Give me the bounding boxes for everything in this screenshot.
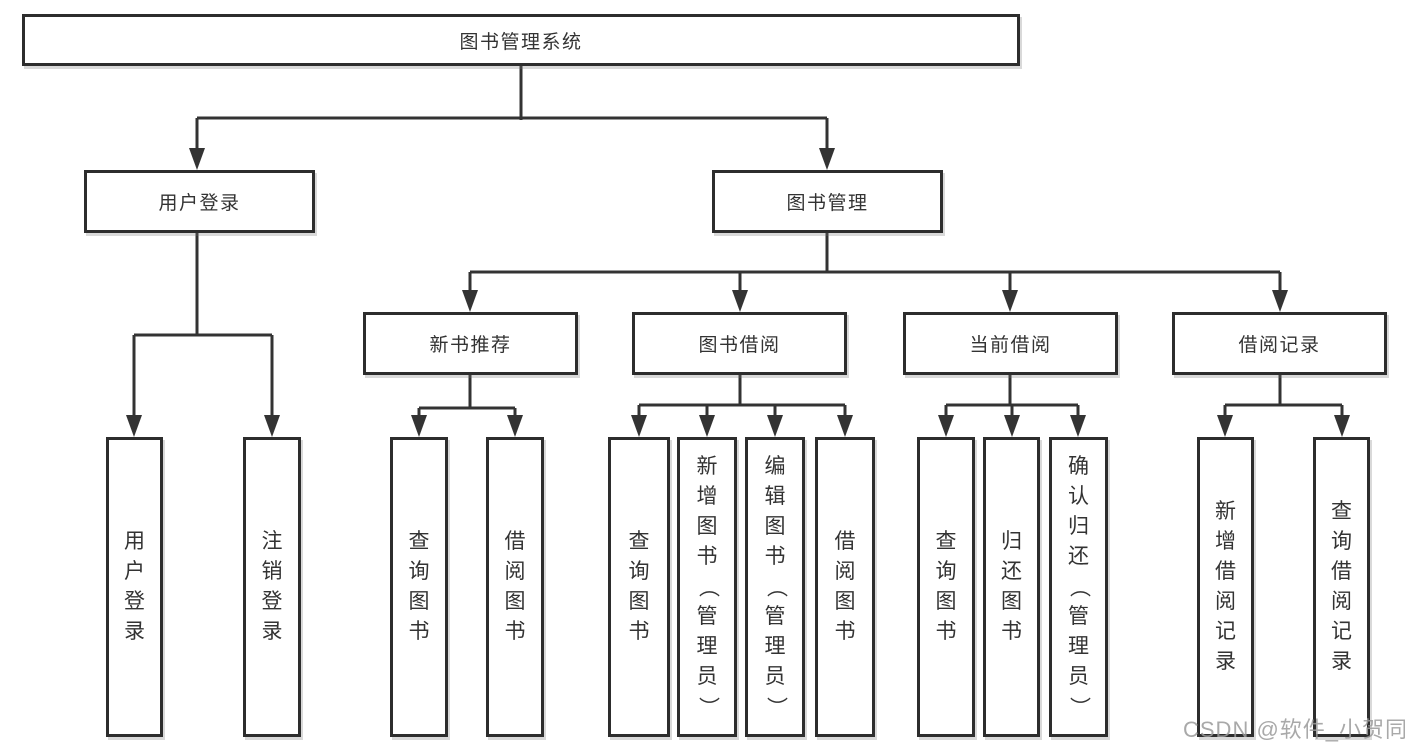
node-label: 注销登录	[261, 530, 283, 643]
node-book-borrowing: 图书借阅	[632, 312, 847, 375]
node-label: 借阅图书	[504, 530, 526, 643]
arrowhead	[767, 415, 783, 437]
node-new-book-recommendation: 新书推荐	[363, 312, 578, 375]
arrowhead	[264, 415, 280, 437]
node-logout: 注销登录	[243, 437, 301, 737]
arrowhead	[507, 415, 523, 437]
node-borrowing-records: 借阅记录	[1172, 312, 1387, 375]
node-label: 查询图书	[628, 530, 650, 643]
arrowhead	[631, 415, 647, 437]
csdn-watermark: CSDN @软件_小贺同学	[1183, 717, 1405, 742]
arrowhead	[699, 415, 715, 437]
node-library-management-system: 图书管理系统	[22, 14, 1020, 66]
arrowhead	[1334, 415, 1350, 437]
node-label: 新书推荐	[429, 335, 512, 356]
arrowhead	[1217, 415, 1233, 437]
arrowhead	[189, 148, 205, 170]
node-query-borrow-record: 查询借阅记录	[1313, 437, 1370, 737]
node-current-borrowing: 当前借阅	[903, 312, 1118, 375]
node-query-books-newbook: 查询图书	[390, 437, 448, 737]
node-label: 图书管理系统	[459, 31, 583, 53]
node-label: 查询借阅记录	[1331, 500, 1352, 673]
node-label: 借阅图书	[834, 530, 856, 643]
node-add-book-admin: 新增图书（管理员）	[677, 437, 737, 737]
node-return-books: 归还图书	[983, 437, 1040, 737]
arrowhead	[1070, 415, 1086, 437]
node-confirm-return-admin: 确认归还（管理员）	[1049, 437, 1108, 737]
node-borrow-books-newbook: 借阅图书	[486, 437, 544, 737]
arrowhead	[837, 415, 853, 437]
node-label: 当前借阅	[969, 335, 1052, 356]
node-query-books-current: 查询图书	[917, 437, 975, 737]
node-label: 查询图书	[408, 530, 430, 643]
node-user-login: 用户登录	[84, 170, 315, 233]
node-label: 确认归还（管理员）	[1067, 455, 1091, 718]
arrowhead	[938, 415, 954, 437]
node-label: 新增图书（管理员）	[696, 455, 719, 718]
arrowhead	[1002, 290, 1018, 312]
node-label: 编辑图书（管理员）	[764, 455, 787, 718]
arrowhead	[462, 290, 478, 312]
arrowhead	[411, 415, 427, 437]
node-edit-book-admin: 编辑图书（管理员）	[745, 437, 805, 737]
node-label: 用户登录	[124, 530, 145, 643]
node-label: 查询图书	[935, 530, 957, 643]
node-borrow-books-borrow: 借阅图书	[815, 437, 875, 737]
node-label: 图书管理	[786, 193, 869, 214]
arrowhead	[732, 290, 748, 312]
arrowhead	[1272, 290, 1288, 312]
node-query-books-borrow: 查询图书	[608, 437, 670, 737]
node-label: 用户登录	[158, 193, 241, 214]
node-label: 图书借阅	[698, 335, 781, 356]
node-user-login-leaf: 用户登录	[106, 437, 163, 737]
node-book-management: 图书管理	[712, 170, 943, 233]
node-label: 归还图书	[1001, 530, 1022, 643]
node-label: 新增借阅记录	[1215, 500, 1236, 673]
node-label: 借阅记录	[1238, 335, 1321, 356]
arrowhead	[819, 148, 835, 170]
arrowhead	[1004, 415, 1020, 437]
node-add-borrow-record: 新增借阅记录	[1197, 437, 1254, 737]
arrowhead	[126, 415, 142, 437]
